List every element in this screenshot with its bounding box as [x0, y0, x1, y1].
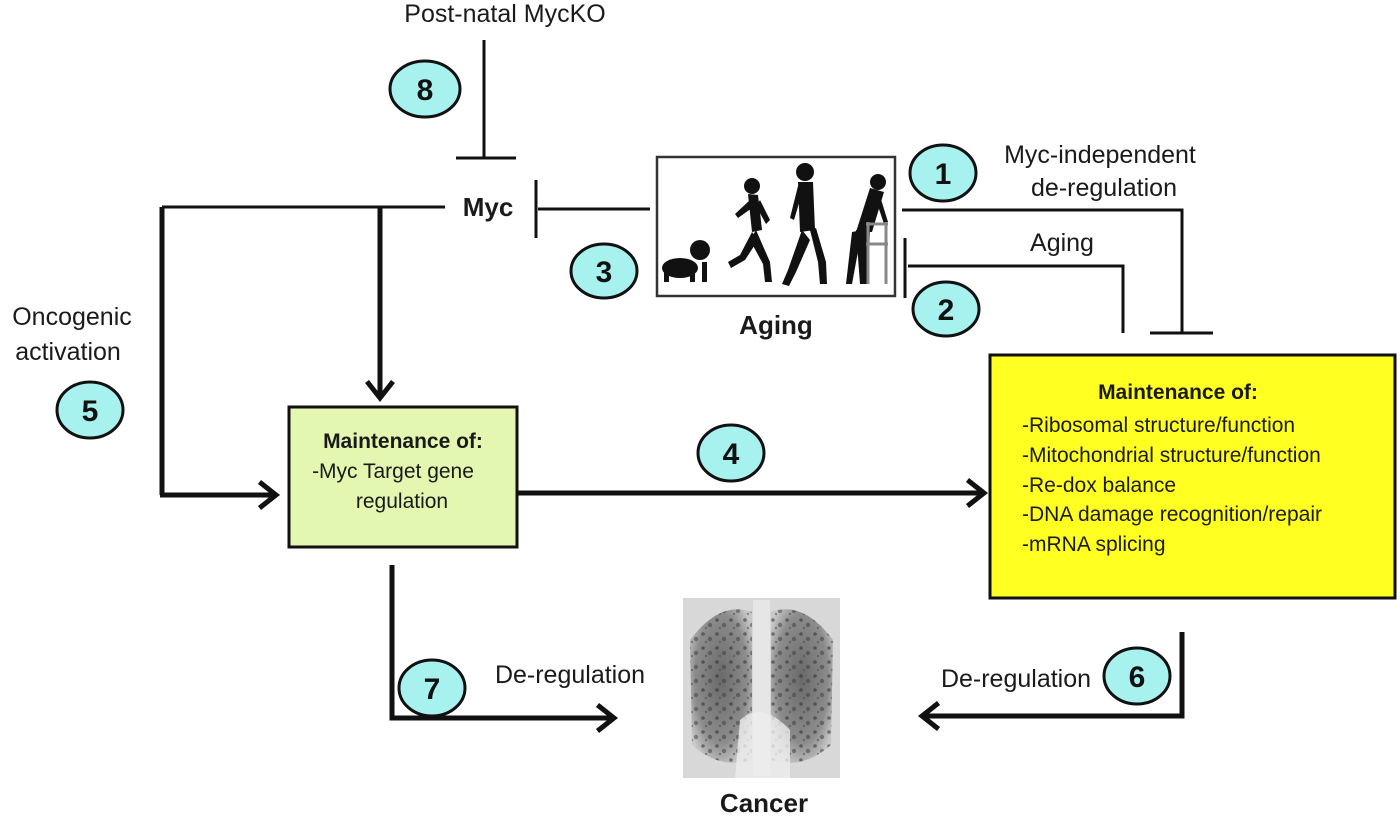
svg-text:5: 5 [82, 395, 99, 428]
svg-text:6: 6 [1129, 661, 1146, 694]
aging-image [655, 155, 897, 298]
badge-6: 6 [1102, 646, 1172, 706]
deregulation-left-label: De-regulation [495, 661, 645, 689]
badge-1: 1 [908, 143, 978, 203]
cancer-label: Cancer [720, 788, 808, 816]
green-box-line: -Myc Target gene [312, 460, 474, 483]
myc-target-maintenance-box: Maintenance of: -Myc Target gene regulat… [287, 405, 519, 549]
aging-caption: Aging [739, 310, 813, 340]
yellow-box-line: -Re-dox balance [1022, 474, 1176, 497]
badge-7: 7 [397, 658, 467, 718]
yellow-box-line: -DNA damage recognition/repair [1022, 503, 1322, 526]
oncogenic-label-line2: activation [15, 338, 121, 366]
green-box-line: regulation [356, 490, 448, 513]
svg-text:1: 1 [935, 158, 952, 191]
oncogenic-label-line1: Oncogenic [12, 303, 132, 331]
green-box-title: Maintenance of: [323, 430, 483, 453]
badge-5: 5 [55, 380, 125, 440]
badge-3: 3 [569, 242, 639, 300]
svg-text:8: 8 [417, 74, 434, 107]
badge-2: 2 [911, 280, 981, 338]
yellow-to-cancer-arrow [917, 632, 1185, 731]
myc-independent-label-line1: Myc-independent [1004, 141, 1196, 169]
myc-independent-inhibition-line [902, 208, 1184, 332]
aging-small-label: Aging [1030, 229, 1094, 257]
cellular-maintenance-box: Maintenance of: -Ribosomal structure/fun… [988, 353, 1397, 600]
post-natal-myc-ko-label: Post-natal MycKO [404, 0, 605, 28]
yellow-box-title: Maintenance of: [1098, 381, 1258, 404]
human-aging-silhouette-icon [662, 163, 888, 286]
yellow-box-line: -mRNA splicing [1022, 533, 1166, 556]
yellow-box-line: -Mitochondrial structure/function [1022, 444, 1321, 467]
myc-label: Myc [463, 192, 514, 222]
badge-8: 8 [388, 59, 462, 119]
aging-inhibition-line [908, 264, 1125, 333]
svg-text:2: 2 [938, 294, 955, 327]
svg-text:7: 7 [424, 673, 441, 706]
myc-independent-label-line2: de-regulation [1031, 174, 1177, 202]
yellow-box-line: -Ribosomal structure/function [1022, 414, 1295, 437]
svg-text:4: 4 [723, 438, 740, 471]
badge-4: 4 [696, 423, 766, 483]
deregulation-right-label: De-regulation [941, 665, 1091, 693]
lung-xray-image [683, 598, 840, 778]
svg-text:3: 3 [596, 256, 613, 289]
